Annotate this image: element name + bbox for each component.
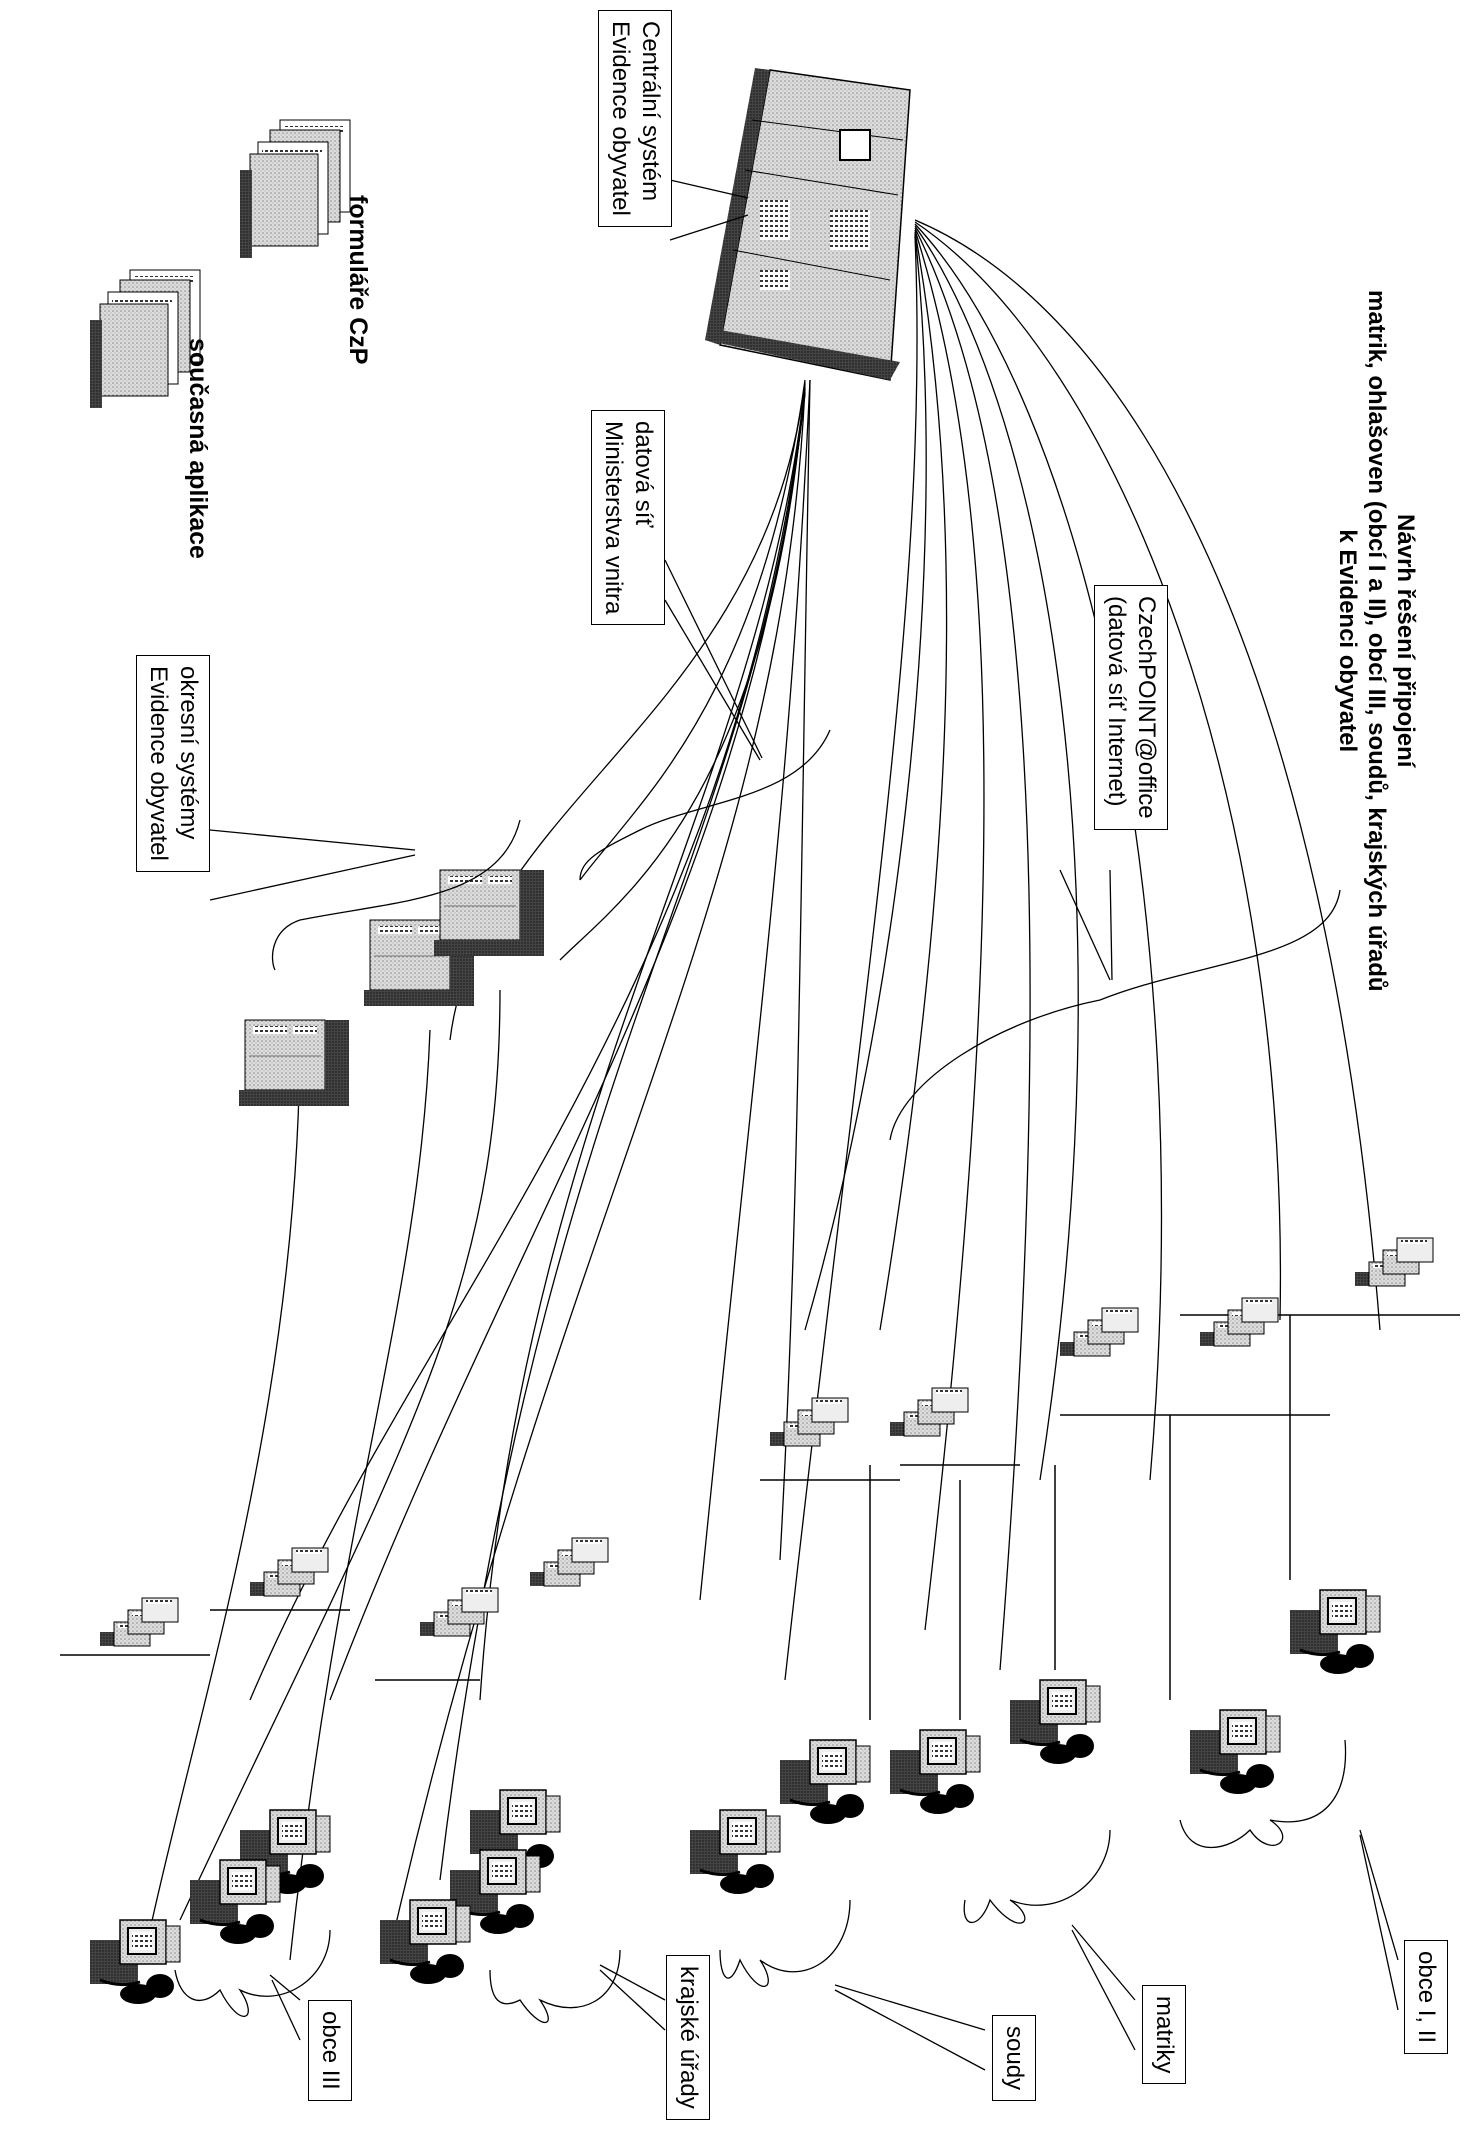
workstation-icon: [1288, 1588, 1382, 1676]
ministry-network-line-1: datová síť: [630, 421, 657, 528]
czp-form-icon: [239, 119, 351, 259]
district-systems-callout: okresní systémy Evidence obyvatel: [136, 655, 210, 872]
diagram-title: Návrh řešení připojení matrik, ohlašoven…: [1333, 290, 1420, 992]
czechpoint-line-2: (datová síť Internet): [1103, 596, 1130, 807]
ministry-network-line-2: Ministerstva vnitra: [600, 421, 627, 615]
district-systems-line-1: okresní systémy: [175, 666, 202, 840]
central-system-line-2: Evidence obyvatel: [607, 21, 634, 216]
workstation-icon: [778, 1738, 872, 1826]
group-label-matriky: matriky: [1142, 1985, 1186, 2085]
group-label-krajske-urady: krajské úřady: [666, 1955, 710, 2120]
terminal-stack-icon: [1199, 1297, 1279, 1347]
workstation-icon: [188, 1858, 282, 1946]
terminal-stack-icon: [99, 1597, 179, 1647]
workstation-icon: [1008, 1678, 1102, 1766]
czechpoint-line-1: CzechPOINT@office: [1133, 596, 1160, 819]
workstation-icon: [888, 1728, 982, 1816]
district-server-icon: [238, 1019, 350, 1107]
terminal-stack-icon: [1059, 1307, 1139, 1357]
callout-pointers: [209, 179, 1399, 2071]
ministry-network-callout: datová síť Ministerstva vnitra: [591, 410, 665, 626]
terminal-stack-icon: [249, 1547, 329, 1597]
group-label-soudy: soudy: [992, 2015, 1036, 2102]
group-label-obce-3: obce III: [308, 2000, 352, 2101]
workstation-icon: [688, 1808, 782, 1896]
district-systems-line-2: Evidence obyvatel: [145, 666, 172, 861]
terminal-stack-icon: [889, 1387, 969, 1437]
title-line-3: k Evidenci obyvatel: [1334, 529, 1361, 753]
network-links: [149, 219, 1381, 1961]
title-line-1: Návrh řešení připojení: [1392, 514, 1419, 768]
central-system-callout: Centrální systém Evidence obyvatel: [598, 10, 672, 227]
workstation-icon: [1188, 1708, 1282, 1796]
group-label-obce-1-2: obce I, II: [1404, 1940, 1448, 2055]
terminal-stack-icon: [1354, 1237, 1434, 1287]
czechpoint-callout: CzechPOINT@office (datová síť Internet): [1094, 585, 1168, 830]
current-app-label: současná aplikace: [184, 338, 212, 559]
workstation-icon: [378, 1898, 472, 1986]
czp-forms-label: formuláře CzP: [344, 195, 372, 365]
central-mainframe-icon: [705, 68, 911, 381]
title-line-2: matrik, ohlašoven (obcí I a II), obcí II…: [1363, 290, 1390, 992]
central-system-line-1: Centrální systém: [637, 21, 664, 202]
terminal-stack-icon: [769, 1397, 849, 1447]
bus-lines: [60, 1314, 1460, 1720]
terminal-stack-icon: [529, 1537, 609, 1587]
group-braces: [174, 729, 1347, 2024]
district-server-icon: [433, 869, 545, 957]
workstation-icon: [88, 1918, 182, 2006]
